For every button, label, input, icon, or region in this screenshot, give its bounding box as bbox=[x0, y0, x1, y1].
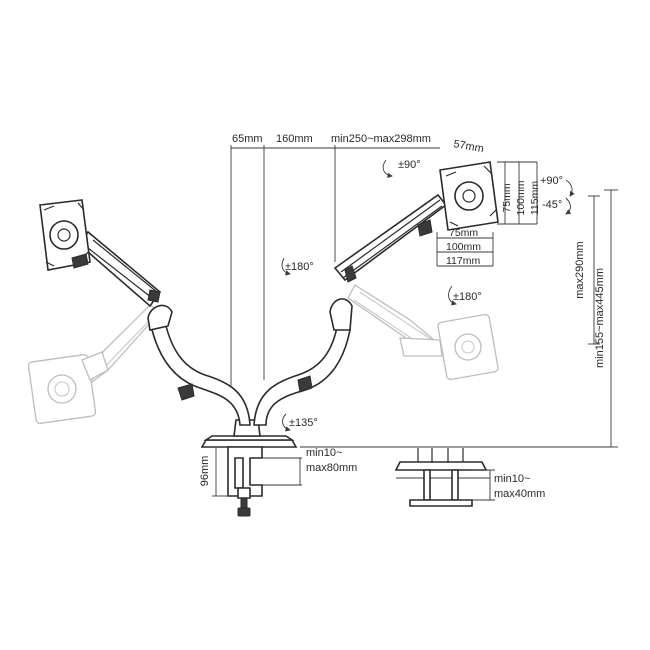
dim-vesa-75-v: 75mm bbox=[501, 183, 513, 212]
desk-clamp bbox=[212, 446, 302, 517]
rot-tilt-down: -45° bbox=[542, 199, 562, 211]
dim-clamp-range-2: max80mm bbox=[306, 462, 357, 474]
right-arm bbox=[253, 193, 448, 426]
dim-grommet-range-2: max40mm bbox=[494, 488, 545, 500]
grommet-mount bbox=[394, 448, 495, 507]
left-arm bbox=[78, 230, 251, 426]
dim-arm-range: min250~max298mm bbox=[331, 133, 431, 145]
rot-arm-left: ±180° bbox=[285, 261, 314, 273]
height-dim-lines bbox=[300, 189, 618, 448]
ghost-right-arm bbox=[347, 284, 499, 381]
dim-grommet-range-1: min10~ bbox=[494, 473, 530, 485]
dim-max290: max290mm bbox=[574, 241, 586, 298]
rot-arm-right: ±180° bbox=[453, 291, 482, 303]
left-vesa-plate bbox=[39, 199, 91, 271]
dim-vesa-75-h: 75mm bbox=[449, 227, 478, 239]
right-vesa-plate bbox=[439, 161, 499, 231]
rotation-arrows bbox=[281, 159, 575, 432]
dim-clamp-range-1: min10~ bbox=[306, 447, 342, 459]
dim-vesa-115-v: 115mm bbox=[529, 181, 541, 215]
dim-160: 160mm bbox=[276, 133, 313, 145]
ghost-left-arm bbox=[27, 304, 161, 425]
dim-57: 57mm bbox=[452, 138, 484, 155]
mount-base bbox=[200, 419, 298, 448]
top-dimension-lines bbox=[230, 145, 440, 395]
vesa-dim-lines bbox=[436, 161, 538, 267]
dim-65: 65mm bbox=[232, 133, 263, 145]
rot-swivel-head: ±90° bbox=[398, 159, 421, 171]
dim-vesa-100-v: 100mm bbox=[515, 180, 527, 215]
dim-height-range: min155~max445mm bbox=[594, 268, 606, 368]
dim-clamp-96: 96mm bbox=[199, 456, 211, 487]
dim-vesa-100-h: 100mm bbox=[446, 241, 481, 253]
rot-base: ±135° bbox=[289, 417, 318, 429]
dim-vesa-117-h: 117mm bbox=[446, 255, 480, 267]
rot-tilt-up: +90° bbox=[540, 175, 563, 187]
